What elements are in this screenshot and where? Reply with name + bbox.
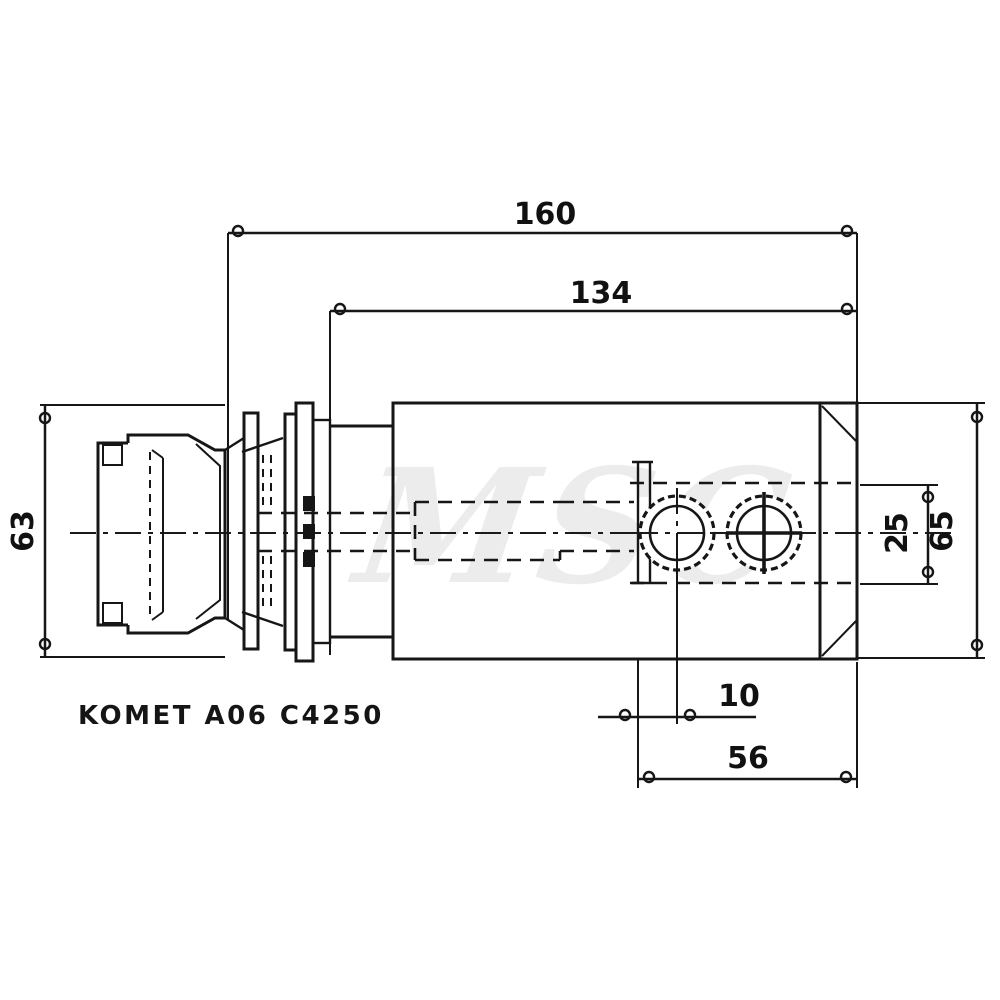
right-chamfer-edges <box>821 405 857 657</box>
dim-25-arrow-bottom <box>921 565 935 579</box>
hidden-bore <box>258 481 856 585</box>
hole-2-center-cross <box>726 492 802 574</box>
flange-plate-a <box>242 411 260 651</box>
dim-160-arrow-right <box>840 224 854 238</box>
dim-134-arrow-right <box>840 302 854 316</box>
main-body <box>391 401 859 661</box>
dim-65-ext-lines <box>857 402 985 659</box>
dim-63-label: 63 <box>6 510 41 552</box>
port-band <box>630 481 856 585</box>
dim-160-label: 160 <box>514 197 577 232</box>
dim-10-label: 10 <box>718 679 760 714</box>
body-outline <box>391 401 822 661</box>
dim-63-arrow-top <box>38 411 52 425</box>
dim-134-label: 134 <box>570 276 633 311</box>
neck-section <box>330 424 393 639</box>
dimension-65: 65 <box>857 402 985 659</box>
dim-25-arrow-top <box>921 490 935 504</box>
dim-65-arrow-bottom <box>970 638 984 652</box>
cup-top-notch <box>102 444 123 466</box>
hole-boss <box>632 460 653 585</box>
dimension-134: 134 <box>329 276 857 655</box>
body-right-section <box>820 401 859 661</box>
cup-bottom-notch <box>102 602 123 624</box>
clamp-screw-bottom <box>303 552 315 567</box>
clamp-screw-mid <box>303 524 315 539</box>
bore-chamber <box>415 500 560 562</box>
bore-channel-right <box>558 500 634 560</box>
dim-65-arrow-top <box>970 410 984 424</box>
dimension-56: 56 <box>638 662 858 788</box>
part-caption: KOMET A06 C4250 <box>78 701 384 731</box>
dim-56-arrow-right <box>839 770 853 784</box>
dim-25-ext-lines <box>860 484 938 585</box>
flange-plate-d <box>311 418 332 645</box>
dimension-25: 25 <box>860 484 938 585</box>
dim-160-arrow-left <box>231 224 245 238</box>
dim-65-label: 65 <box>925 510 960 552</box>
left-adapter <box>96 433 227 635</box>
dim-134-arrow-left <box>333 302 347 316</box>
clamp-screw-top <box>303 496 315 511</box>
dim-56-arrow-left <box>642 770 656 784</box>
flange-stack <box>224 401 393 663</box>
dimension-63: 63 <box>6 404 225 658</box>
dim-63-ext-lines <box>40 404 225 658</box>
dim-10-arrow-right <box>683 708 697 722</box>
cup-inner-taper <box>151 449 164 621</box>
dim-56-label: 56 <box>727 741 769 776</box>
dimension-10: 10 <box>598 533 760 788</box>
taper-cone-edges <box>241 436 284 628</box>
cup-left-face <box>96 441 128 627</box>
dim-25-label: 25 <box>880 512 915 554</box>
dimension-160: 160 <box>227 197 858 620</box>
cup-taper-seat <box>195 443 221 620</box>
dim-10-arrow-left <box>618 708 632 722</box>
dim-63-arrow-bottom <box>38 637 52 651</box>
cup-outline <box>126 433 227 635</box>
bore-channel-left <box>258 511 415 553</box>
